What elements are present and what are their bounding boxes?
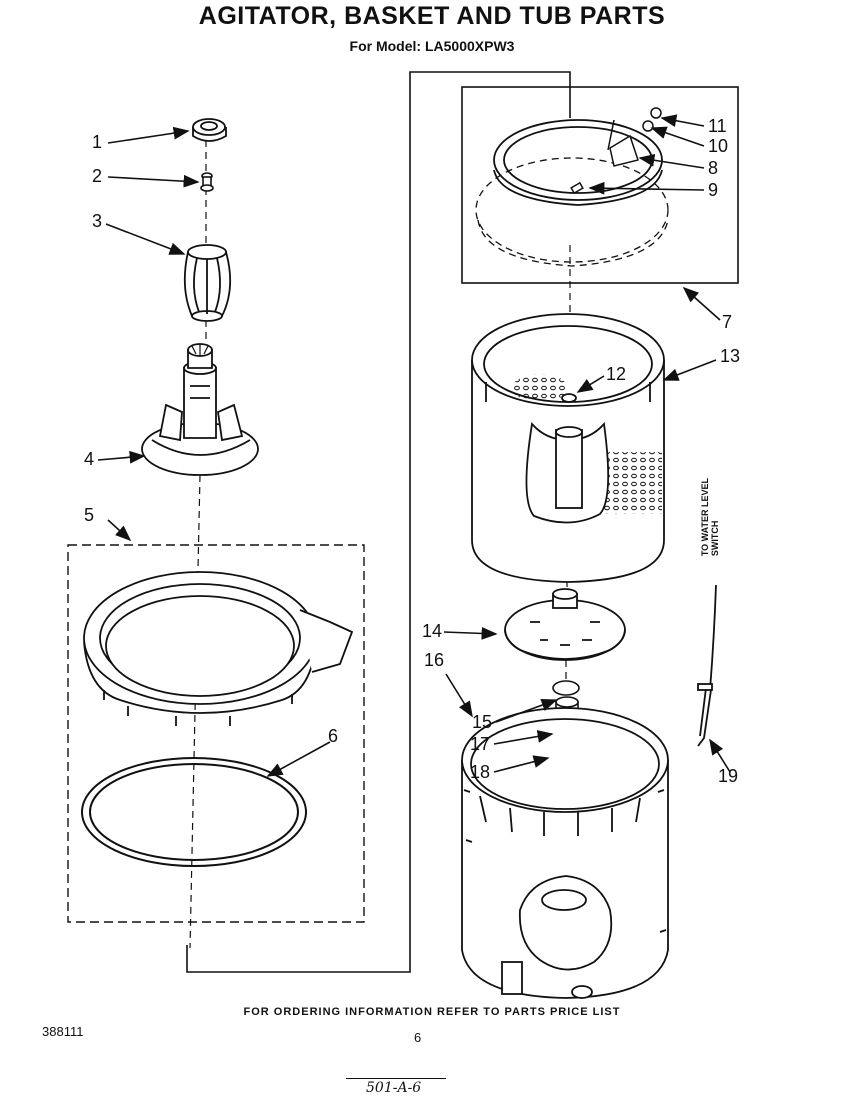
callout-18: 18 <box>470 762 491 782</box>
callout-8: 8 <box>708 158 719 178</box>
balance-ring-part <box>475 119 669 267</box>
document-number: 388111 <box>42 1024 84 1039</box>
tub-ring-part <box>83 571 354 726</box>
pressure-hose-part <box>697 584 717 747</box>
agitator-barrel-part <box>183 244 232 322</box>
callout-13: 13 <box>720 346 741 366</box>
water-level-note-line1: TO WATER LEVEL <box>700 478 710 557</box>
tub-ring-assembly-box <box>67 544 365 923</box>
callout-16: 16 <box>424 650 445 670</box>
water-level-note-line2: SWITCH <box>710 520 720 557</box>
agitator-cap-part <box>192 118 227 142</box>
page-number: 6 <box>414 1030 422 1045</box>
assembly-connector-line <box>186 71 571 973</box>
callout-11: 11 <box>708 116 727 136</box>
callout-19: 19 <box>718 766 739 786</box>
callout-6: 6 <box>328 726 339 746</box>
callout-4: 4 <box>84 449 95 469</box>
tub-seal-ring-part <box>81 757 307 867</box>
ordering-note: FOR ORDERING INFORMATION REFER TO PARTS … <box>243 1006 621 1018</box>
callout-3: 3 <box>92 211 103 231</box>
callout-17: 17 <box>470 734 491 754</box>
page-title: AGITATOR, BASKET AND TUB PARTS <box>198 2 666 30</box>
washer-basket-part <box>471 313 665 583</box>
callout-2: 2 <box>92 166 103 186</box>
ring-hardware-parts <box>570 107 662 195</box>
water-level-switch-note: TO WATER LEVEL SWITCH <box>700 478 730 556</box>
agitator-base-part <box>141 343 259 476</box>
basket-ring-assembly-box <box>461 86 739 284</box>
callout-15: 15 <box>472 712 493 732</box>
handwritten-note: 501-A-6 <box>366 1080 422 1096</box>
outer-tub-part <box>461 707 669 999</box>
callout-1: 1 <box>92 132 103 152</box>
model-subtitle: For Model: LA5000XPW3 <box>349 38 515 54</box>
callout-5: 5 <box>84 505 95 525</box>
callout-10: 10 <box>708 136 729 156</box>
basket-drive-plate-part <box>504 588 626 661</box>
callout-14: 14 <box>422 621 443 641</box>
bolt-part <box>200 172 214 192</box>
callout-12: 12 <box>606 364 627 384</box>
callout-9: 9 <box>708 180 719 200</box>
handwritten-underline <box>346 1078 446 1079</box>
callout-7: 7 <box>722 312 733 332</box>
callout-leader-lines <box>97 114 731 777</box>
